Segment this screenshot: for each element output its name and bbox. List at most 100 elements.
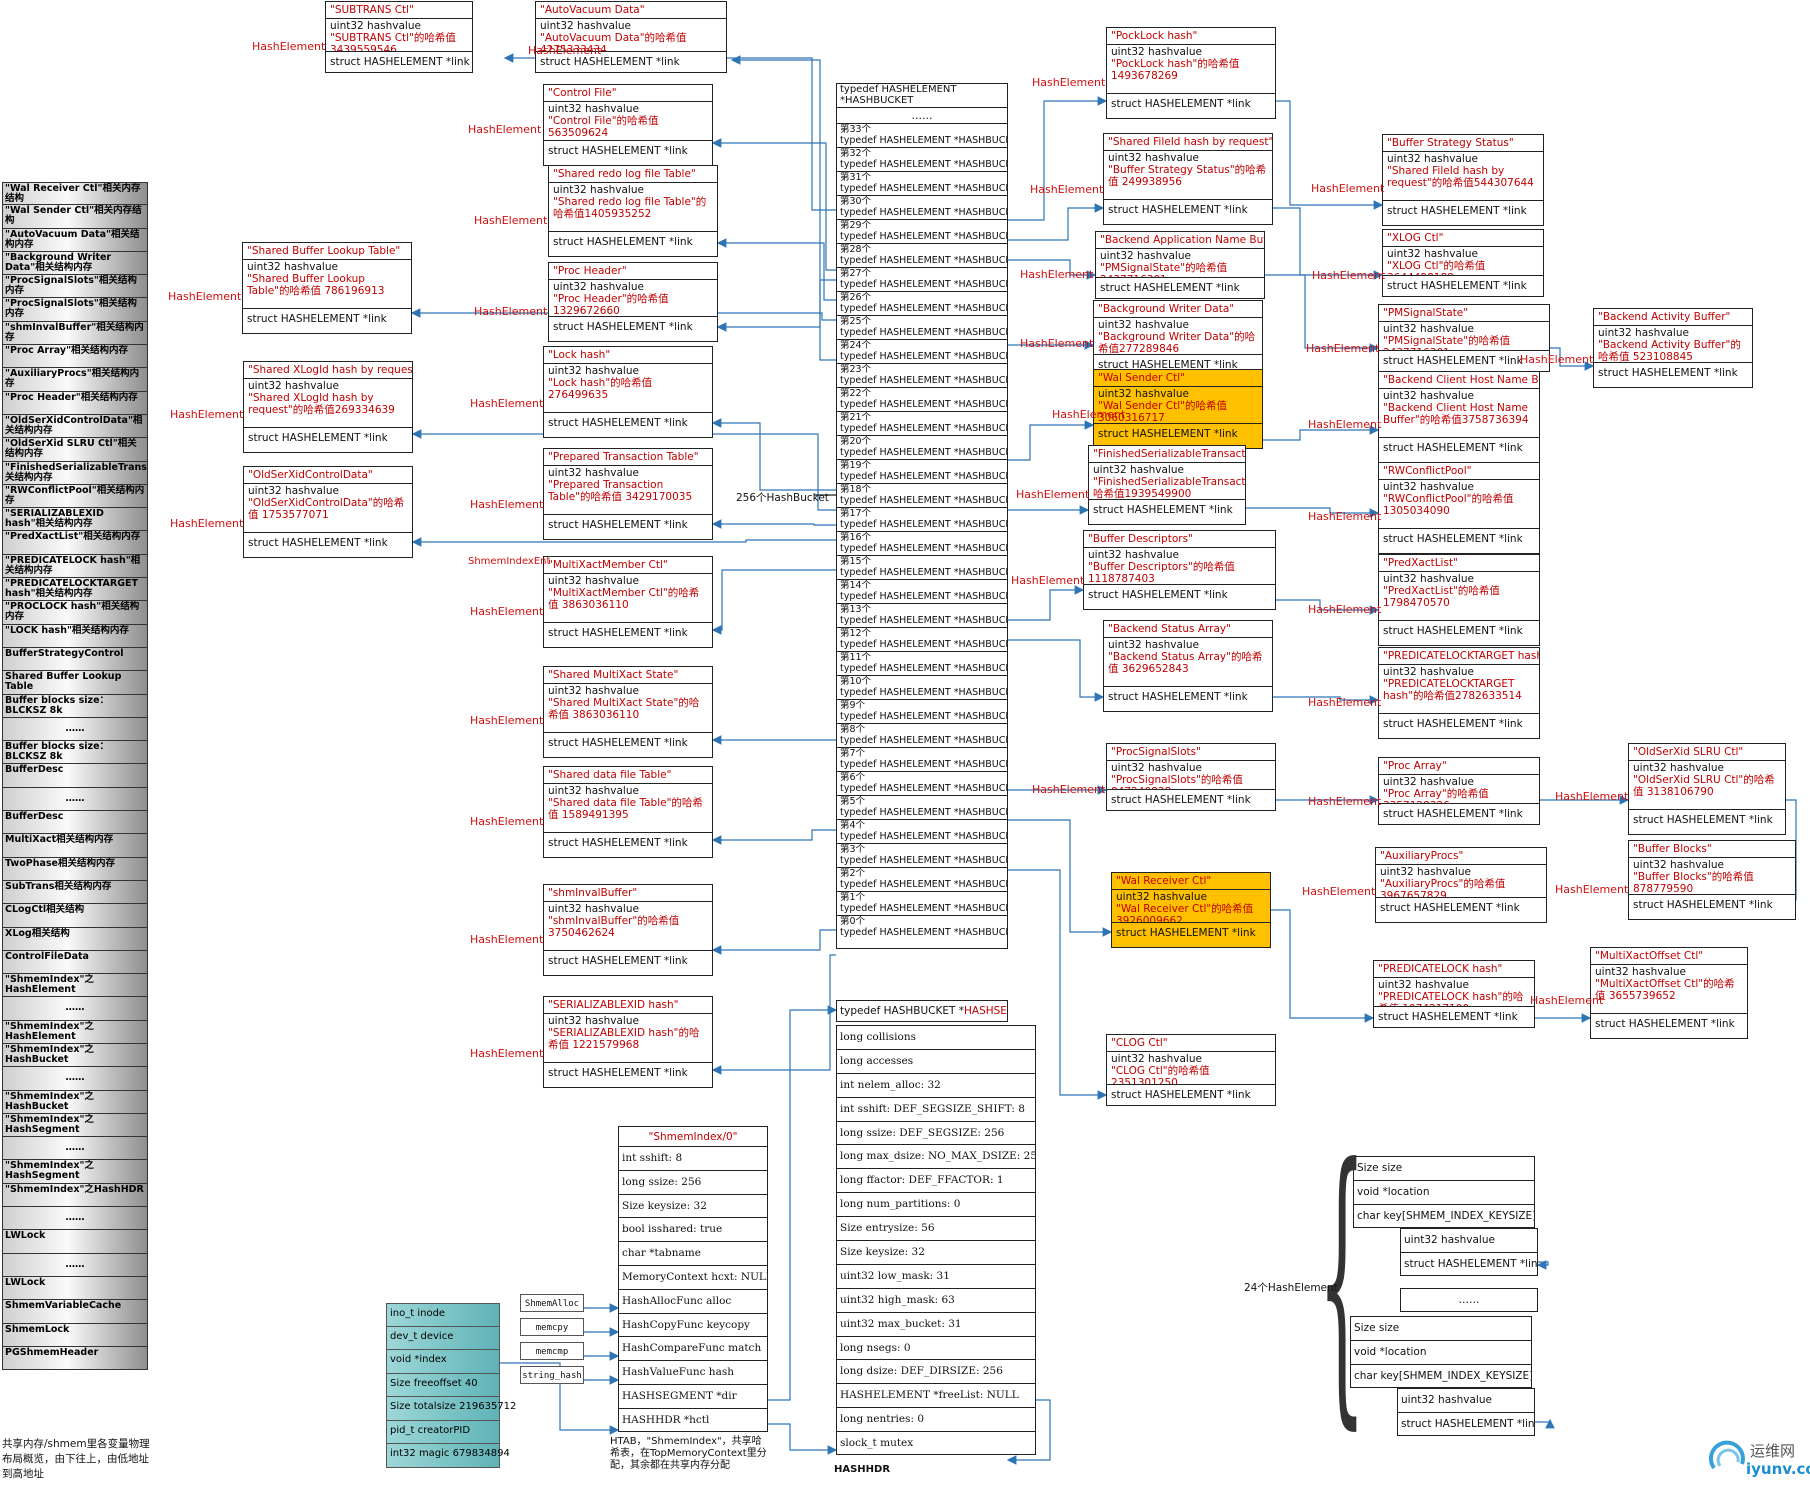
hash-element-label: HashElement [1030, 183, 1104, 196]
element-hash: "Backend Client Host Name Buffer"的哈希值375… [1383, 402, 1529, 427]
bucket-type: typedef HASHELEMENT *HASHBUCKET [840, 639, 1007, 651]
element-hash: "MultiXactMember Ctl"的哈希值 3863036110 [548, 587, 700, 612]
element-link: struct HASHELEMENT *link [1383, 808, 1523, 821]
element-link: struct HASHELEMENT *link [1383, 625, 1523, 638]
bucket-index: 第32个 [840, 148, 872, 159]
bucket-index: 第19个 [840, 460, 872, 471]
bucket-type: typedef HASHELEMENT *HASHBUCKET [840, 711, 1007, 723]
element-link: struct HASHELEMENT *link [1111, 1089, 1251, 1102]
element-title: "Backend Client Host Name Buffer" [1379, 372, 1539, 390]
element-title: "MultiXactOffset Ctl" [1591, 948, 1747, 966]
hash-element-sxlog: "Shared XLogId hash by request" uint32 h… [243, 361, 413, 453]
hash-element-autovac: "AutoVacuum Data" uint32 hashvalue "Auto… [535, 1, 727, 73]
element-link: struct HASHELEMENT *link [1595, 1018, 1735, 1031]
hash-element-bclient: "Backend Client Host Name Buffer" uint32… [1378, 371, 1540, 463]
hashhdr-field: uint32 max_bucket: 31 [837, 1313, 1035, 1337]
element-hash: "Backend Activity Buffer"的哈希值 523108845 [1598, 339, 1741, 364]
element-hash: "AuxiliaryProcs"的哈希值3967657829 [1380, 878, 1506, 899]
hash-element-label: HashElement [1011, 574, 1085, 587]
hashhdr-field: long nsegs: 0 [837, 1337, 1035, 1361]
pgshmem-field: Size freeoffset 40 [386, 1373, 500, 1397]
element-hashvalue: uint32 hashvalue [1111, 762, 1202, 775]
layout-cell: "Background Writer Data"相关结构内存 [2, 251, 148, 276]
bucket-type: typedef HASHELEMENT *HASHBUCKET [840, 687, 1007, 699]
element-hashvalue: uint32 hashvalue [553, 184, 644, 197]
layout-cell: "SERIALIZABLEXID hash"相关结构内存 [2, 508, 148, 532]
element-link: struct HASHELEMENT *link [1383, 442, 1523, 455]
hash-element-label: HashElement [1308, 603, 1382, 616]
htab-field: Size keysize: 32 [619, 1195, 767, 1219]
hash-element-oldctl: "OldSerXidControlData" uint32 hashvalue … [243, 466, 413, 558]
htab-field: long ssize: 256 [619, 1171, 767, 1195]
bucket-type: typedef HASHELEMENT *HASHBUCKET [840, 567, 1007, 579]
element-hashvalue: uint32 hashvalue [1108, 639, 1199, 652]
element-link: struct HASHELEMENT *link [1108, 204, 1248, 217]
element-hashvalue: uint32 hashvalue [330, 20, 421, 33]
layout-cell: ShmemVariableCache [2, 1300, 148, 1324]
bucket-type: typedef HASHELEMENT *HASHBUCKET [840, 927, 1007, 939]
layout-cell: SubTrans相关结构内存 [2, 880, 148, 905]
layout-cell: "ShmemIndex"之HashSegment [2, 1113, 148, 1138]
element-hash: "shmInvalBuffer"的哈希值 3750462624 [548, 915, 680, 940]
element-title: "PockLock hash" [1107, 28, 1275, 46]
bucket-type: typedef HASHELEMENT *HASHBUCKET [840, 759, 1007, 771]
bucket-index: 第21个 [840, 412, 872, 423]
layout-cell: "ProcSignalSlots"相关结构内存 [2, 275, 148, 299]
bucket-index: 第6个 [840, 772, 866, 783]
hash-element-lockhash: "Lock hash" uint32 hashvalue "Lock hash"… [543, 346, 713, 438]
htab-field: bool isshared: true [619, 1218, 767, 1243]
bucket-index: 第15个 [840, 556, 872, 567]
bucket-type: typedef HASHELEMENT *HASHBUCKET [840, 135, 1007, 147]
element-hashvalue: uint32 hashvalue [540, 20, 631, 33]
index-count-label: 24个HashElement [1244, 1282, 1338, 1294]
hashhdr-field: long max_dsize: NO_MAX_DSIZE: 256 [837, 1145, 1035, 1170]
hashhdr-field: int nelem_alloc: 32 [837, 1074, 1035, 1098]
element-title: "Shared Buffer Lookup Table" [243, 243, 411, 261]
connector-arrow [1271, 909, 1375, 1023]
element-hashvalue: uint32 hashvalue [1380, 866, 1471, 879]
hashhdr-field: Size entrysize: 56 [837, 1217, 1035, 1242]
hashhdr-field: slock_t mutex [840, 1437, 914, 1450]
element-hashvalue: uint32 hashvalue [1633, 762, 1724, 775]
element-hash: "FinishedSerializableTransactions"的哈希值19… [1093, 476, 1245, 501]
connector-arrow [768, 1423, 838, 1455]
element-hash: "Proc Array"的哈希值3357128326 [1383, 788, 1489, 803]
segment-prefix: typedef HASHBUCKET * [840, 1005, 964, 1017]
bucket-type: typedef HASHELEMENT *HASHBUCKET [840, 519, 1007, 531]
connector-arrow [711, 138, 836, 271]
bucket-index: 第14个 [840, 580, 872, 591]
index-entry-field: char key[SHMEM_INDEX_KEYSIZE] [1354, 1370, 1531, 1382]
layout-cell: …… [2, 1253, 148, 1277]
element-hash: "CLOG Ctl"的哈希值 2351301250 [1111, 1065, 1210, 1086]
hash-element-label: HashElement [1020, 268, 1094, 281]
layout-cell: "ProcSignalSlots"相关结构内存 [2, 298, 148, 322]
element-title: "Buffer Strategy Status" [1383, 135, 1543, 153]
hash-element-label: HashElement [470, 714, 544, 727]
connector-arrow [1263, 425, 1380, 441]
bucket-type: typedef HASHELEMENT *HASHBUCKET [840, 495, 1007, 507]
bucket-index: 第28个 [840, 244, 872, 255]
element-link: struct HASHELEMENT *link [553, 236, 693, 249]
element-hashvalue: uint32 hashvalue [1111, 1053, 1202, 1066]
element-hash: "SUBTRANS Ctl"的哈希值 3439559546 [330, 32, 456, 53]
connector-arrow [1008, 639, 1105, 702]
bucket-index: 第13个 [840, 604, 872, 615]
element-title: "Backend Application Name Buffer" [1096, 232, 1264, 250]
element-hashvalue: uint32 hashvalue [553, 281, 644, 294]
hash-element-subtrans: "SUBTRANS Ctl" uint32 hashvalue "SUBTRAN… [325, 1, 473, 73]
element-link: struct HASHELEMENT *link [1633, 899, 1773, 912]
element-title: "Shared XLogId hash by request" [244, 362, 412, 380]
func-box: string_hash [520, 1366, 584, 1384]
layout-cell: XLog相关结构 [2, 927, 148, 951]
hash-element-pmsig: "PMSignalState" uint32 hashvalue "PMSign… [1378, 304, 1550, 372]
layout-cell: "Proc Array"相关结构内存 [2, 345, 148, 369]
layout-cell: CLogCtl相关结构 [2, 904, 148, 928]
element-hash: "AutoVacuum Data"的哈希值4275333434 [540, 32, 687, 53]
hash-element-label: HashElement [470, 605, 544, 618]
connector-arrow [1536, 1260, 1549, 1270]
connector-arrow [711, 569, 836, 635]
bucket-index: 第1个 [840, 892, 866, 903]
element-title: "shmInvalBuffer" [544, 885, 712, 903]
element-title: "Proc Header" [549, 263, 717, 281]
element-hashvalue: uint32 hashvalue [1098, 319, 1189, 332]
